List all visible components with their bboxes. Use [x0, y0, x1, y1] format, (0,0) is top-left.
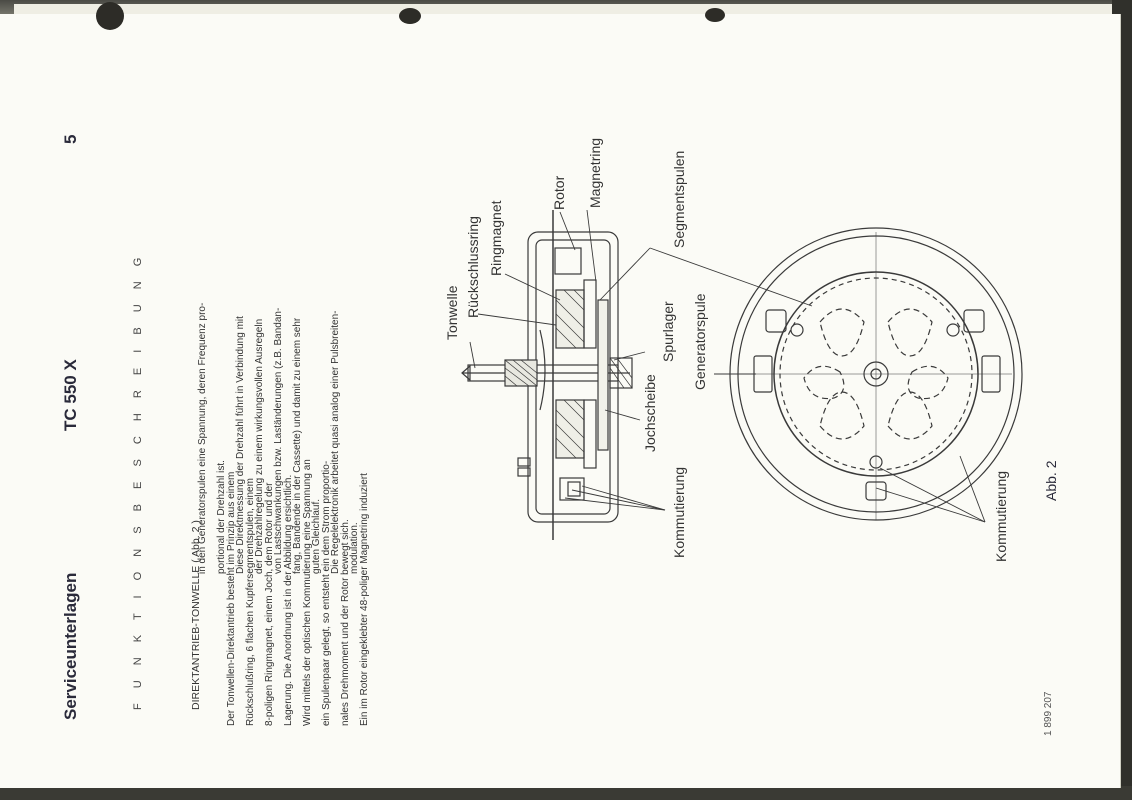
label-kommutierung-left: Kommutierung — [671, 467, 687, 558]
punch-hole — [399, 8, 421, 24]
desk-background-bottom — [0, 786, 1132, 800]
cross-section-drawing — [461, 210, 633, 540]
label-rueckschlussring: Rückschlussring — [465, 216, 481, 318]
leader-lines — [469, 209, 986, 523]
label-spurlager: Spurlager — [660, 301, 676, 362]
label-kommutierung-right: Kommutierung — [993, 471, 1009, 562]
punch-hole — [705, 8, 725, 22]
label-tonwelle: Tonwelle — [444, 285, 460, 340]
punch-hole — [96, 2, 124, 30]
label-rotor: Rotor — [551, 175, 567, 210]
label-magnetring: Magnetring — [587, 138, 603, 208]
segment-coils — [803, 308, 949, 440]
label-ringmagnet: Ringmagnet — [488, 200, 504, 276]
figure-labels: Tonwelle Rückschlussring Ringmagnet Roto… — [444, 138, 1009, 562]
front-view-drawing — [729, 227, 1023, 521]
label-segmentspulen: Segmentspulen — [671, 151, 687, 248]
label-jochscheibe: Jochscheibe — [642, 374, 658, 452]
label-generatorspule: Generatorspule — [692, 293, 708, 390]
